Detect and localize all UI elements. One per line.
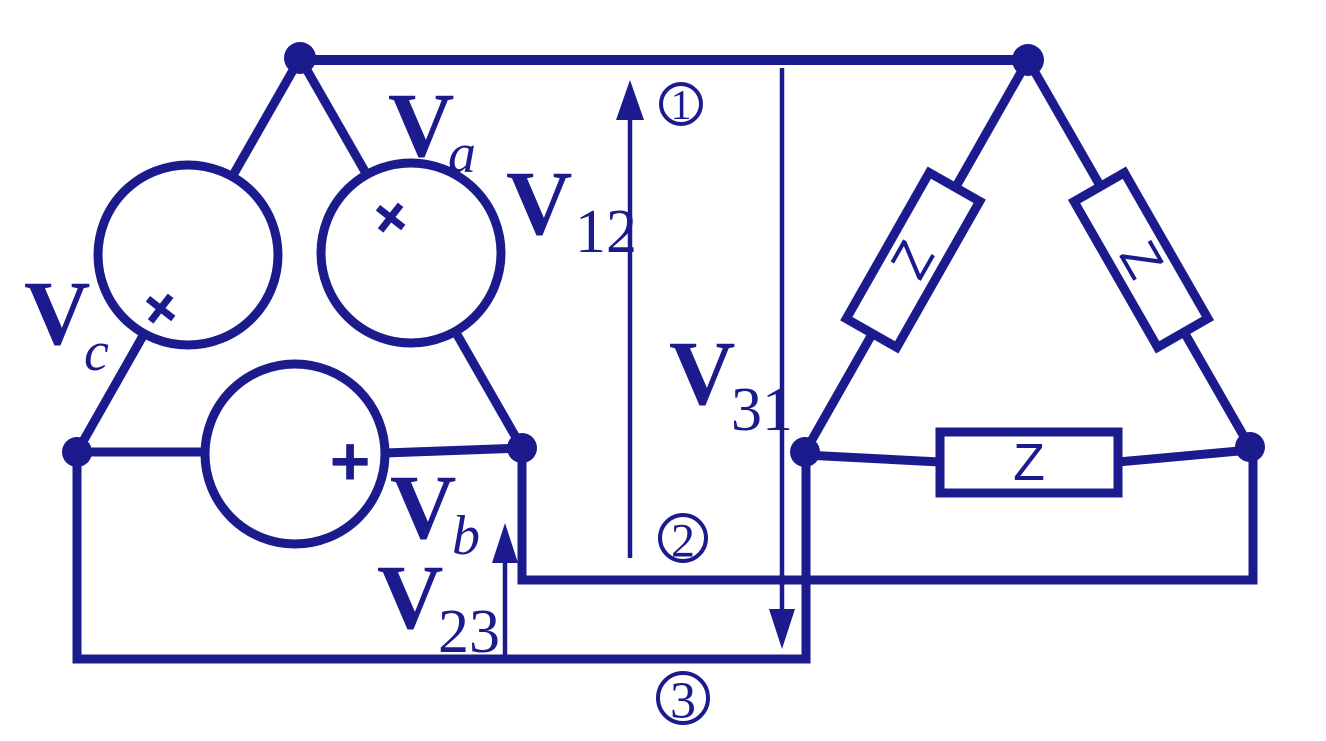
source-delta-left-leg-lower	[73, 331, 148, 455]
label-va-sub: a	[448, 123, 476, 185]
source-b-circle	[200, 359, 390, 549]
label-v23: V 23	[377, 546, 500, 666]
v31-arrowhead-down-icon	[769, 609, 795, 649]
load-delta-bottom-wire-right	[1117, 445, 1251, 467]
line3-wire	[72, 452, 811, 664]
line2-badge-number: 2	[671, 515, 695, 568]
line2-wire	[517, 447, 1258, 585]
line1-badge-number: 1	[671, 83, 692, 129]
source-b-polarity-mark: +	[330, 422, 371, 500]
v12-arrow	[616, 80, 644, 558]
label-v31-main: V	[669, 322, 735, 424]
label-v23-main: V	[377, 546, 443, 648]
label-va-main: V	[388, 74, 454, 176]
v12-arrowhead-up-icon	[616, 80, 644, 120]
label-va: V a	[388, 74, 476, 185]
line1-badge-circle	[659, 82, 703, 126]
source-delta-right-leg-lower	[451, 328, 526, 451]
impedance-bottom-group: Z	[935, 427, 1123, 498]
label-v31-sub: 31	[731, 376, 793, 444]
label-vb-sub: b	[452, 505, 480, 567]
line3-badge-circle	[656, 671, 710, 725]
line2-badge-circle	[658, 513, 708, 563]
impedance-left-group: Z	[840, 166, 986, 354]
label-vc: V c	[24, 262, 109, 383]
impedance-right-group: Z	[1067, 166, 1215, 354]
node-source-bottom-right	[507, 433, 537, 463]
node-source-top	[284, 42, 316, 74]
line3-badge-number: 3	[670, 673, 696, 730]
label-vc-main: V	[24, 262, 90, 364]
line1-badge: 1	[659, 82, 703, 129]
label-vc-sub: c	[84, 321, 109, 383]
load-delta-bottom-wire-left	[804, 450, 941, 467]
source-delta-bottom-wire-right	[384, 443, 523, 458]
v31-arrow	[769, 68, 795, 649]
v23-arrow	[492, 523, 518, 658]
impedance-bottom-box	[935, 427, 1123, 498]
label-vb: V b	[390, 456, 480, 567]
label-vb-main: V	[390, 456, 456, 558]
node-load-top	[1012, 44, 1044, 76]
node-load-bottom-left	[790, 437, 820, 467]
label-v31: V 31	[669, 322, 793, 444]
label-v12: V 12	[506, 152, 637, 266]
source-a-circle	[316, 158, 506, 348]
impedance-bottom-label: Z	[1013, 434, 1045, 492]
source-delta-right-leg-upper	[296, 55, 371, 178]
label-v23-sub: 23	[438, 598, 500, 666]
line2-badge: 2	[658, 513, 708, 568]
source-delta-left-leg-upper	[228, 55, 304, 180]
line3-badge: 3	[656, 671, 710, 730]
node-load-bottom-right	[1235, 432, 1265, 462]
v23-arrowhead-up-icon	[492, 523, 518, 563]
source-c-circle	[93, 160, 283, 350]
label-v12-sub: 12	[575, 198, 637, 266]
label-v12-main: V	[506, 152, 572, 254]
impedance-right-box	[1067, 166, 1215, 354]
node-source-bottom-left	[62, 437, 92, 467]
impedance-left-box	[840, 166, 986, 354]
